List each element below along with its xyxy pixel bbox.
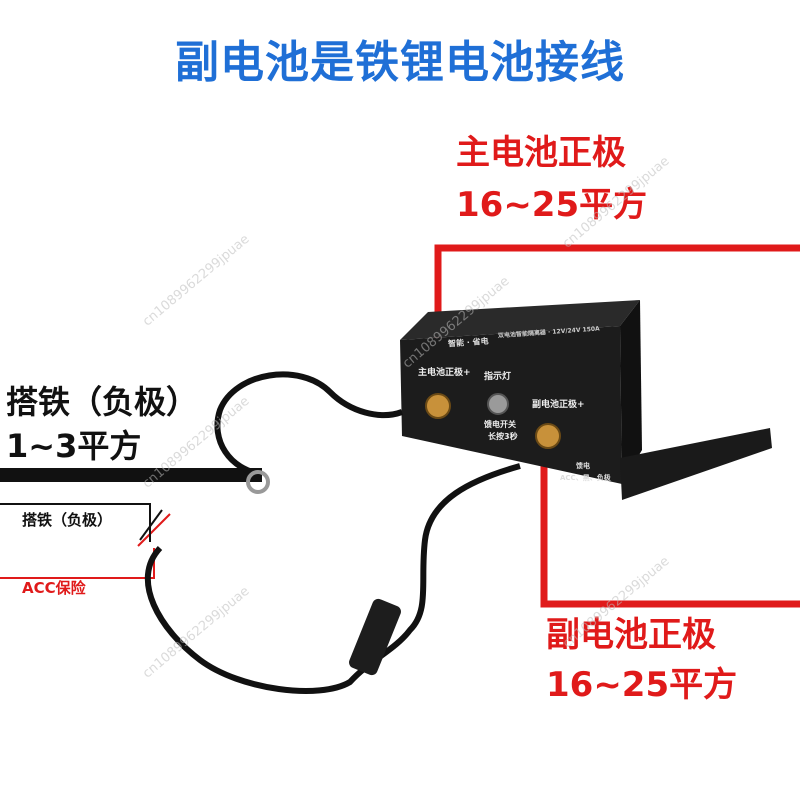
ring-terminal bbox=[246, 470, 270, 494]
device-indicator-text: 指示灯 bbox=[484, 372, 512, 382]
aux-positive-label-line1: 副电池正极 bbox=[546, 615, 716, 655]
indicator-button bbox=[487, 393, 509, 415]
device-mount-flange bbox=[620, 428, 772, 500]
isolator-device bbox=[400, 300, 772, 500]
device-main-terminal-text: 主电池正极+ bbox=[418, 368, 471, 378]
main-positive-label-line1: 主电池正极 bbox=[456, 133, 626, 173]
aux-positive-label-line2: 16~25平方 bbox=[546, 665, 738, 705]
acc-fuse-wire bbox=[0, 548, 155, 579]
connector-body bbox=[349, 598, 401, 676]
aux-terminal-post bbox=[535, 423, 561, 449]
device-bottom-line1: 馈电 bbox=[576, 462, 590, 470]
ground-small-diagonal bbox=[139, 509, 163, 541]
page-title: 副电池是铁锂电池接线 bbox=[175, 37, 625, 88]
device-switch-line1: 馈电开关 bbox=[484, 420, 516, 429]
ground-label-line2: 1~3平方 bbox=[6, 427, 142, 465]
ground-small-wire bbox=[0, 503, 151, 542]
main-terminal-post bbox=[425, 393, 451, 419]
device-switch-line2: 长按3秒 bbox=[488, 432, 518, 441]
device-top-face bbox=[400, 300, 640, 340]
ground-wire-bar bbox=[0, 468, 262, 482]
acc-fuse-label: ACC保险 bbox=[22, 579, 86, 597]
acc-red-diagonal bbox=[137, 513, 171, 547]
main-positive-label-line2: 16~25平方 bbox=[456, 185, 648, 225]
device-bottom-line2: ACC、黑、负极 bbox=[560, 474, 611, 482]
device-aux-terminal-text: 副电池正极+ bbox=[532, 400, 585, 410]
device-front-face bbox=[400, 326, 622, 484]
device-side-face bbox=[620, 300, 642, 484]
ground-label-line1: 搭铁（负极） bbox=[6, 383, 199, 421]
ground-small-label: 搭铁（负极） bbox=[22, 511, 113, 529]
